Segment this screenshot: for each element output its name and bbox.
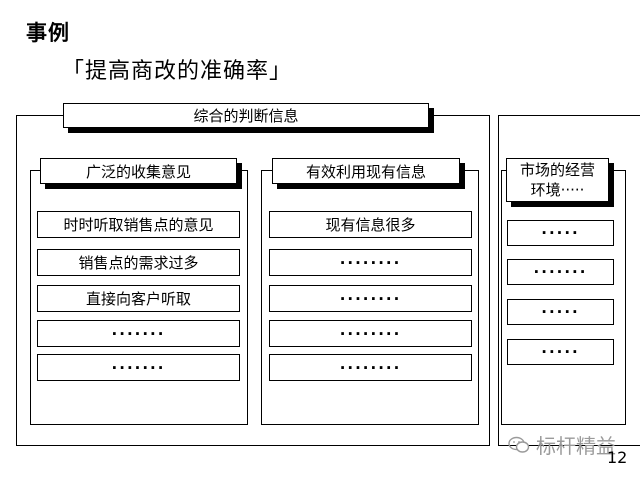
page-heading: 事例 [26, 21, 70, 45]
col1-item: 销售点的需求过多 [37, 249, 240, 276]
col3-label-line2: 环境····· [530, 181, 585, 199]
page-number: 12 [607, 448, 628, 467]
col3-item: ····· [507, 299, 614, 325]
col1-item: ······· [37, 354, 240, 381]
col1-item: 时时听取销售点的意见 [37, 211, 240, 238]
watermark: 标杆精益 [508, 430, 616, 459]
col2-item: ········ [269, 354, 472, 381]
top-label: 综合的判断信息 [63, 103, 429, 128]
col3-label: 市场的经营 环境····· [506, 158, 609, 202]
col2-item: ········ [269, 285, 472, 312]
page-subtitle: 「提高商改的准确率」 [62, 59, 293, 84]
col3-item: ······· [507, 259, 614, 285]
col2-item: ········ [269, 249, 472, 276]
col1-item: ······· [37, 320, 240, 347]
col3-item: ····· [507, 220, 614, 246]
watermark-text: 标杆精益 [536, 434, 616, 458]
col2-item: 现有信息很多 [269, 211, 472, 238]
col3-label-line1: 市场的经营 [519, 161, 595, 179]
col2-label: 有效利用现有信息 [272, 158, 460, 184]
col1-item: 直接向客户听取 [37, 285, 240, 312]
col3-frame [501, 170, 626, 425]
col2-item: ········ [269, 320, 472, 347]
wechat-icon [508, 436, 530, 453]
col3-item: ····· [507, 339, 614, 365]
col1-label: 广泛的收集意见 [40, 158, 237, 184]
